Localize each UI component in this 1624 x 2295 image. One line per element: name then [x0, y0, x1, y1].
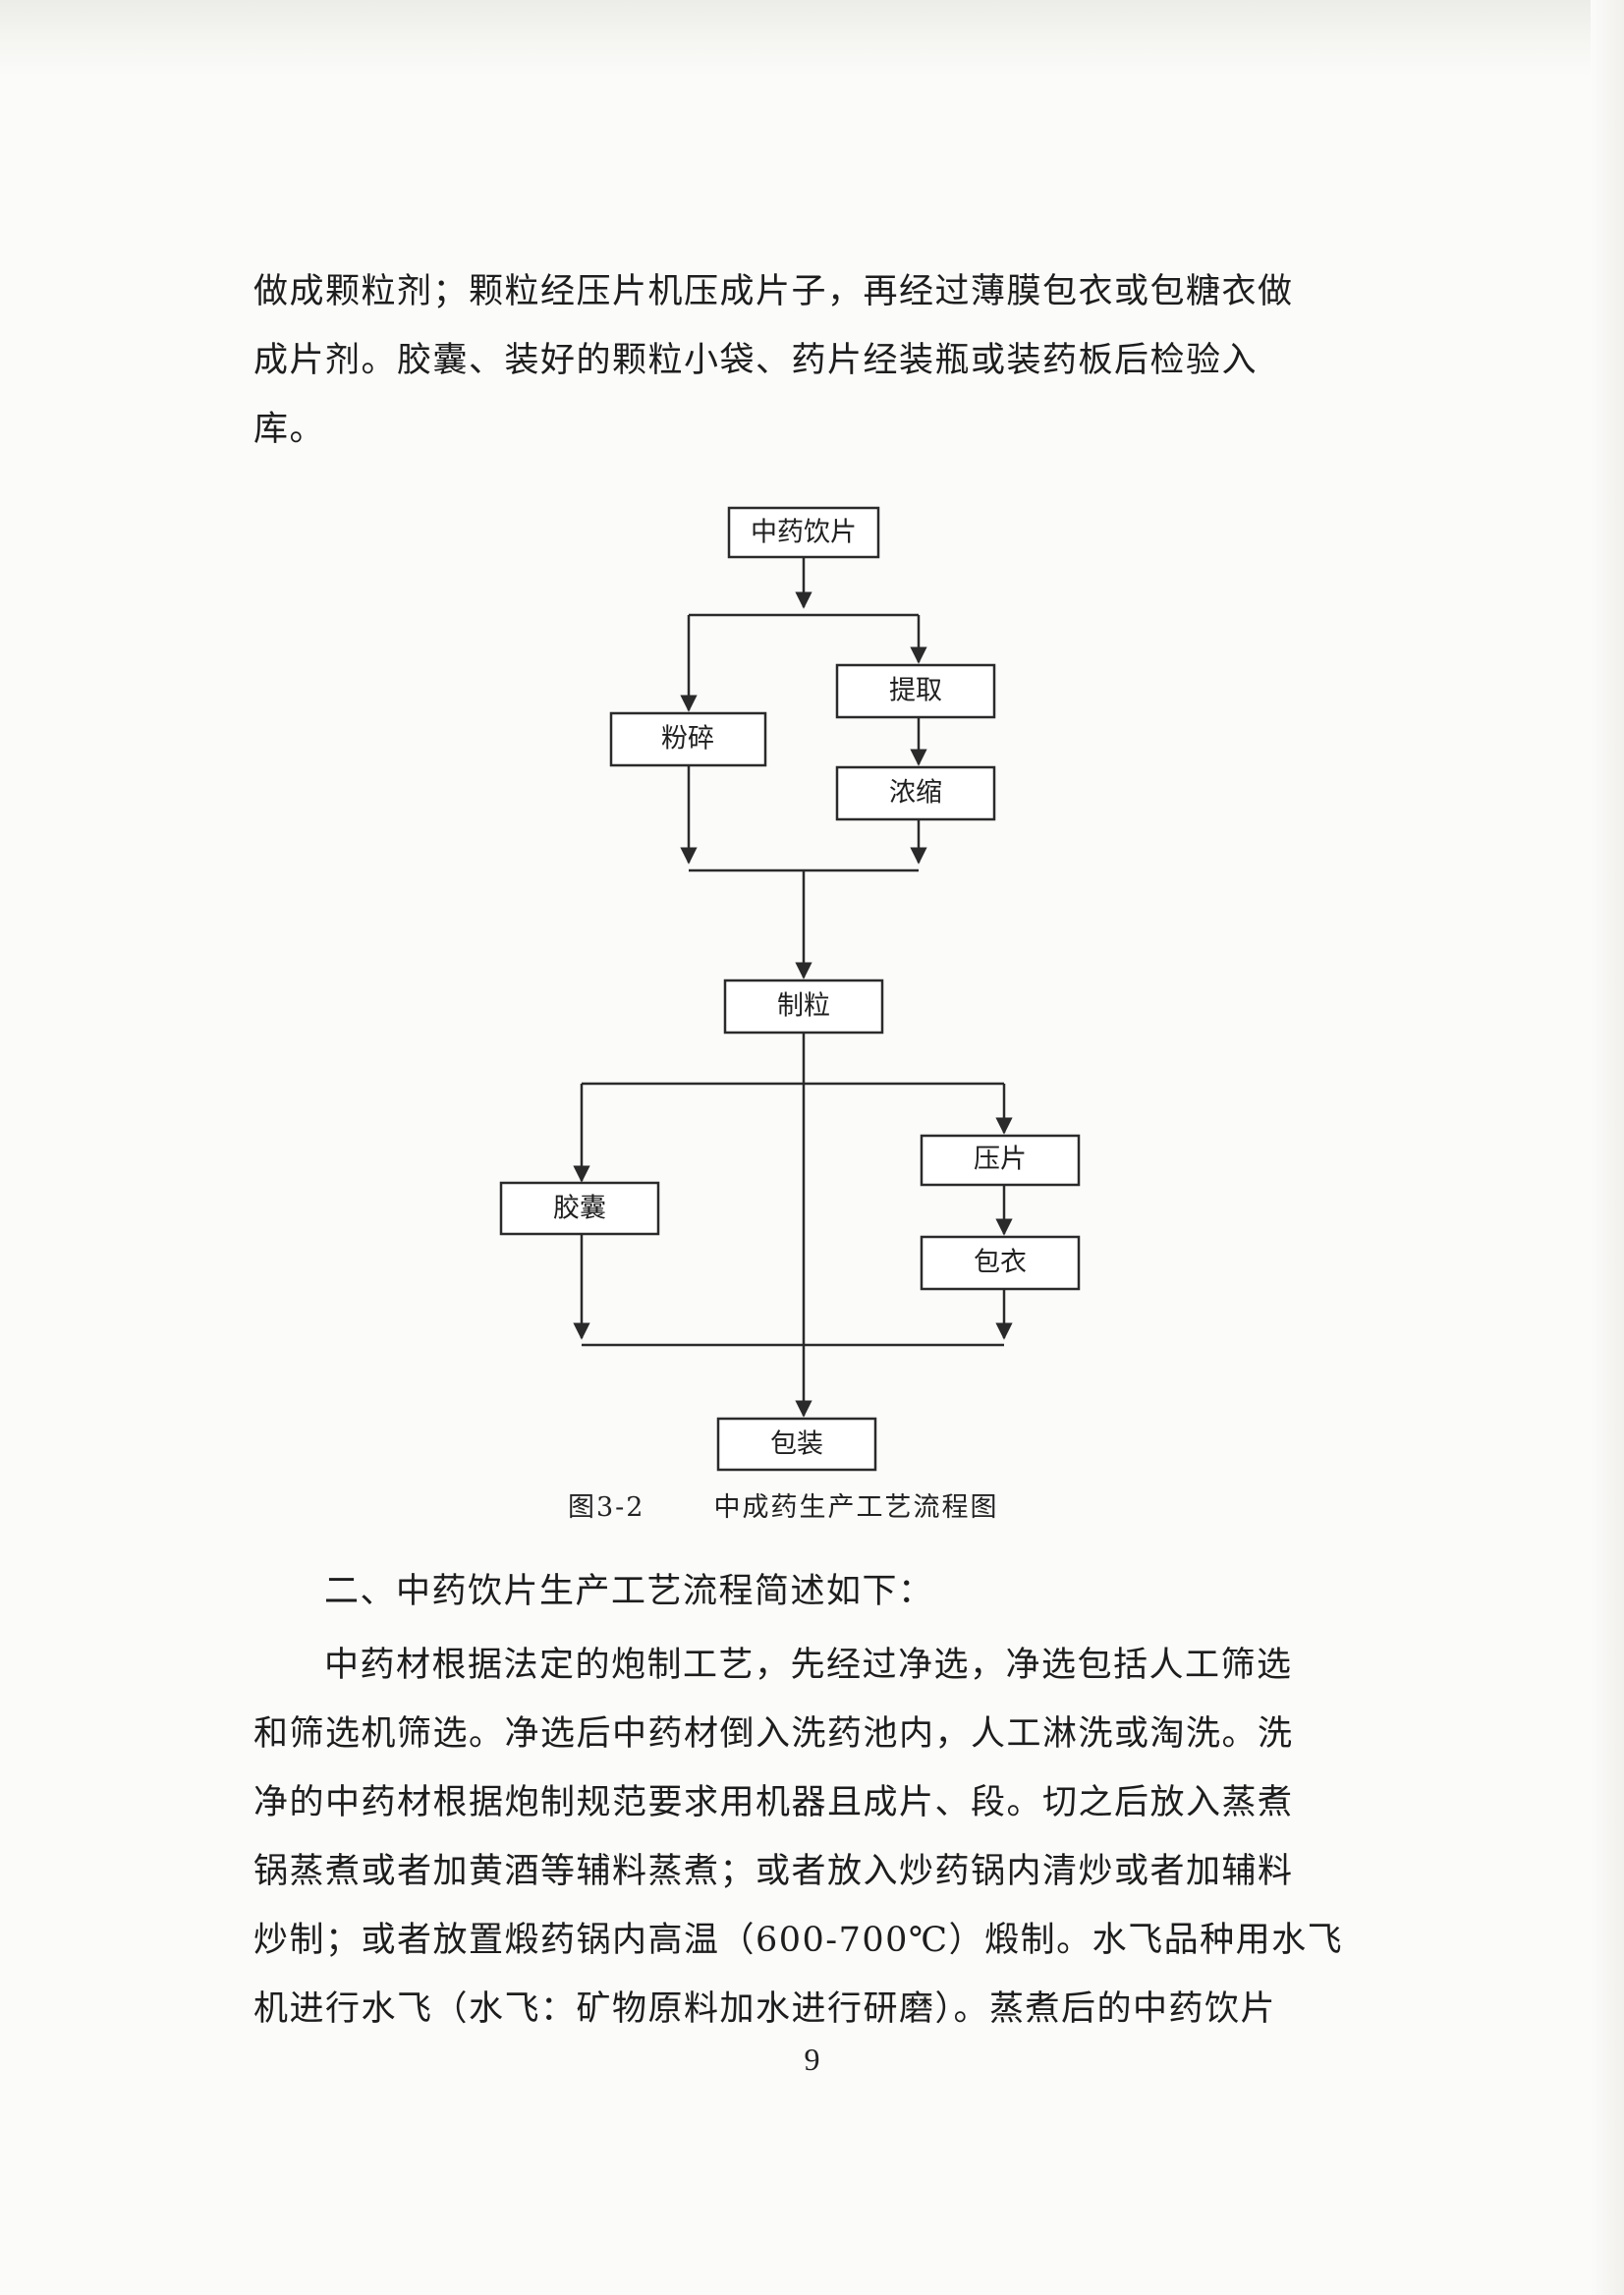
paragraph-1: 做成颗粒剂；颗粒经压片机压成片子，再经过薄膜包衣或包糖衣做 成片剂。胶囊、装好的… [253, 257, 1315, 464]
node-crushing: 粉碎 [609, 711, 767, 767]
figure-number: 图3-2 [568, 1492, 645, 1523]
node-concentration: 浓缩 [835, 765, 996, 821]
node-label: 浓缩 [889, 778, 942, 809]
paragraph-1-line: 做成颗粒剂；颗粒经压片机压成片子，再经过薄膜包衣或包糖衣做 [253, 272, 1294, 311]
node-label: 压片 [974, 1145, 1027, 1175]
flow-connectors [573, 557, 1013, 1418]
paragraph-2-line: 净的中药材根据炮制规范要求用机器且成片、段。切之后放入蒸煮 [253, 1783, 1294, 1822]
figure-caption: 图3-2 中成药生产工艺流程图 [568, 1485, 998, 1524]
node-decoction-pieces: 中药饮片 [727, 506, 880, 559]
node-label: 制粒 [777, 991, 830, 1022]
process-flowchart: 中药饮片 提取 粉碎 浓缩 制粒 压片 胶囊 包衣 包装 [499, 506, 1081, 1472]
paragraph-2: 中药材根据法定的炮制工艺，先经过净选，净选包括人工筛选 和筛选机筛选。净选后中药… [253, 1631, 1344, 2043]
paragraph-2-line: 锅蒸煮或者加黄酒等辅料蒸煮；或者放入炒药锅内清炒或者加辅料 [253, 1852, 1294, 1891]
node-granulation: 制粒 [723, 979, 884, 1035]
scan-shadow-top [0, 0, 1624, 77]
paragraph-2-line: 机进行水飞（水飞：矿物原料加水进行研磨）。蒸煮后的中药饮片 [253, 1989, 1277, 2029]
section-heading: 二、中药饮片生产工艺流程简述如下： [253, 1557, 1385, 1626]
page-number: 9 [804, 2042, 820, 2077]
scan-shadow-right [1591, 0, 1624, 2295]
paragraph-2-line: 和筛选机筛选。净选后中药材倒入洗药池内，人工淋洗或淘洗。洗 [253, 1714, 1294, 1754]
node-extraction: 提取 [835, 663, 996, 719]
paragraph-1-line: 库。 [253, 410, 326, 449]
node-label: 包衣 [974, 1248, 1027, 1278]
node-packaging: 包装 [716, 1417, 877, 1472]
node-coating: 包衣 [920, 1235, 1081, 1291]
node-label: 提取 [889, 676, 942, 706]
node-label: 中药饮片 [751, 518, 857, 548]
node-capsule: 胶囊 [499, 1181, 660, 1236]
node-label: 粉碎 [661, 724, 714, 755]
paragraph-2-line: 炒制；或者放置煅药锅内高温（600-700℃）煅制。水飞品种用水飞 [253, 1921, 1344, 1960]
node-label: 胶囊 [553, 1194, 606, 1224]
node-tableting: 压片 [920, 1134, 1081, 1187]
section-heading-text: 二、中药饮片生产工艺流程简述如下： [324, 1572, 934, 1611]
paragraph-1-line: 成片剂。胶囊、装好的颗粒小袋、药片经装瓶或装药板后检验入 [253, 341, 1259, 380]
figure-title: 中成药生产工艺流程图 [713, 1492, 999, 1523]
node-label: 包装 [770, 1429, 823, 1460]
paragraph-2-line: 中药材根据法定的炮制工艺，先经过净选，净选包括人工筛选 [324, 1646, 1293, 1685]
